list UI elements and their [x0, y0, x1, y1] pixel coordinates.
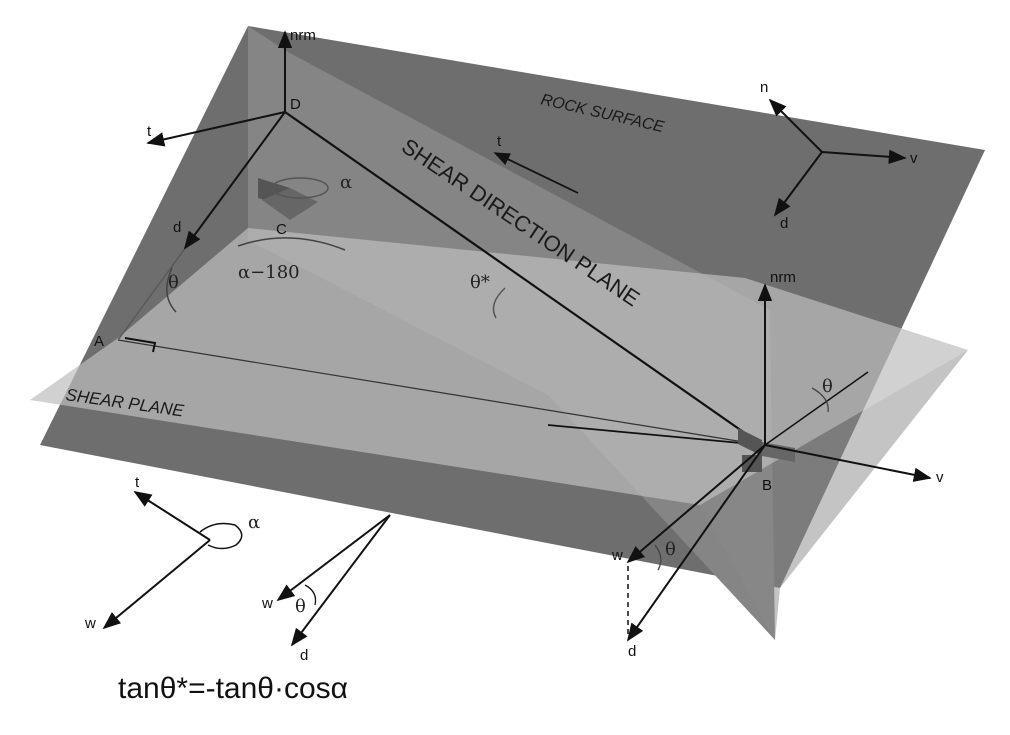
label-d-left: d — [173, 219, 181, 236]
label-v-b: v — [936, 469, 944, 486]
inset-w-arrow — [102, 539, 211, 630]
label-alpha-minus-180: α−180 — [238, 262, 300, 283]
label-nrm-top: nrm — [290, 27, 316, 44]
label-t-surface: t — [497, 133, 502, 150]
line-d-b — [284, 111, 763, 446]
label-w-b: w — [611, 547, 623, 564]
line-b-left — [547, 424, 763, 446]
w-b-arrow — [626, 444, 766, 564]
label-nrm-b: nrm — [770, 269, 796, 286]
label-inset2-w: w — [261, 595, 273, 612]
formula: tanθ*=-tanθ·cosα — [118, 672, 348, 705]
label-theta-left: θ — [168, 272, 179, 293]
label-theta-star: θ* — [470, 272, 490, 293]
b-right-line — [764, 371, 869, 446]
theta-b-arc — [654, 544, 662, 571]
point-c-marker-2 — [262, 188, 318, 220]
inset2-w-arrow — [276, 514, 391, 602]
label-inset-w: w — [84, 615, 96, 632]
alpha-minus-180-arc — [237, 237, 346, 251]
label-inset2-theta: θ — [295, 596, 306, 617]
d-b-arrow — [626, 444, 766, 642]
label-alpha-c: α — [340, 172, 352, 193]
theta-star-arc — [492, 287, 506, 319]
label-v-surface: v — [910, 150, 918, 167]
lower-wedge — [700, 350, 968, 640]
alpha-c-arc — [271, 177, 329, 199]
label-point-b: B — [762, 477, 772, 494]
inset2-d-arrow — [290, 514, 391, 647]
t-surface-arrow — [493, 152, 579, 194]
line-a-b — [117, 339, 763, 446]
label-inset-t: t — [135, 474, 140, 491]
inset-t-arrow — [133, 491, 211, 541]
label-t-left: t — [147, 123, 152, 140]
theta-left-arc — [166, 267, 177, 313]
d-left-arrow — [183, 111, 286, 250]
inset-alpha-arc — [199, 522, 243, 550]
point-b-marker — [738, 428, 762, 456]
d-surface-arrow — [773, 151, 823, 217]
point-a-marker — [124, 337, 157, 353]
t-left-arrow — [146, 111, 286, 147]
label-d-surface: d — [780, 215, 788, 232]
inset2-theta-arc — [304, 584, 317, 606]
v-b-arrow — [764, 444, 932, 482]
label-inset2-d: d — [300, 647, 308, 664]
label-point-a: A — [94, 333, 104, 350]
shear-plane — [30, 228, 968, 505]
theta-right-arc — [811, 387, 829, 413]
label-theta-b: θ — [665, 539, 676, 560]
label-theta-right: θ — [822, 376, 833, 397]
label-inset-alpha: α — [248, 512, 260, 533]
label-d-b: d — [628, 643, 636, 660]
v-surface-arrow — [821, 149, 907, 165]
n-surface-arrow — [768, 98, 823, 153]
label-point-c: C — [276, 221, 287, 238]
label-n-surface: n — [760, 79, 768, 96]
label-point-d: D — [290, 96, 301, 113]
